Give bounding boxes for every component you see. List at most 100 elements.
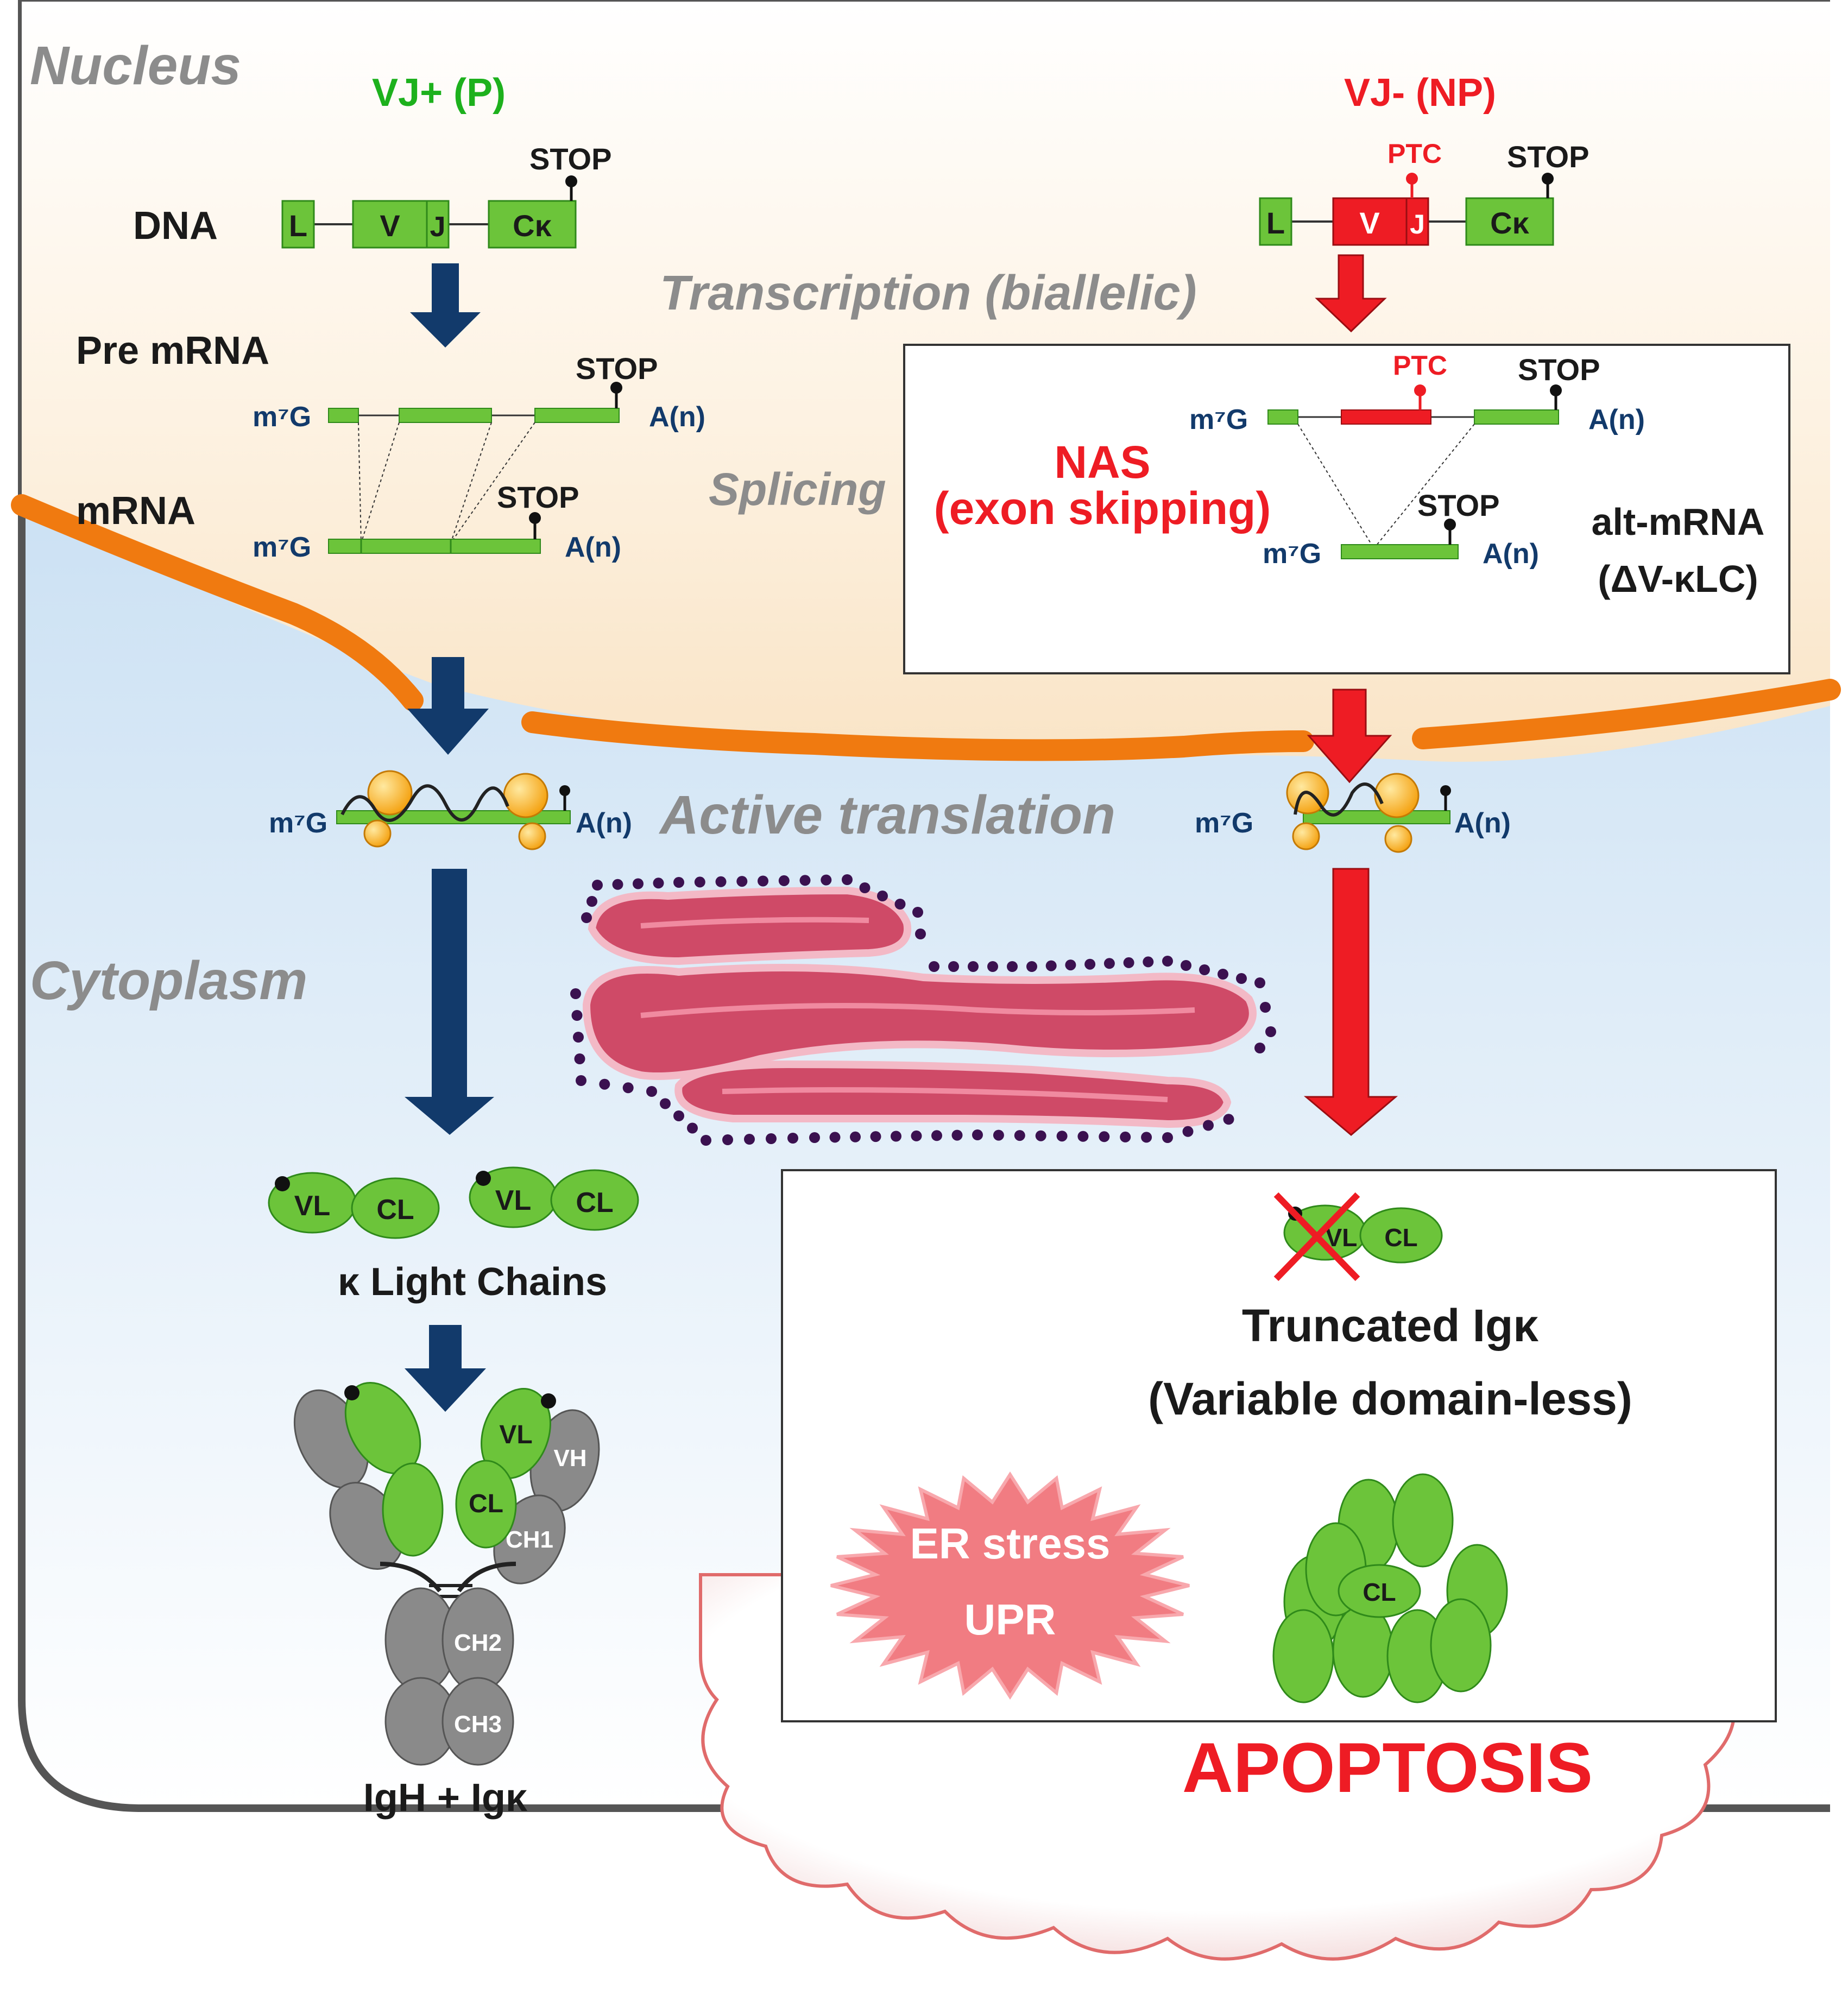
nas-box	[903, 344, 1790, 674]
svg-text:L: L	[289, 209, 307, 243]
left-arrow-assembly	[405, 1325, 486, 1412]
er-ribosome-dot	[1035, 1130, 1046, 1141]
er-ribosome-dot	[850, 1131, 861, 1142]
svg-text:CH3: CH3	[454, 1711, 502, 1738]
nas-label: NAS	[1054, 437, 1150, 488]
cl-aggregate: CL	[1272, 1473, 1508, 1703]
er-ribosome-dot	[673, 877, 684, 888]
right-alt-polya: A(n)	[1483, 538, 1539, 570]
er-ribosome-dot	[787, 1133, 798, 1144]
er-ribosome-dot	[660, 1098, 671, 1109]
right-exon-j	[1405, 197, 1429, 246]
er-ribosome-dot	[715, 876, 727, 887]
er-ribosome-dot	[573, 1032, 584, 1043]
er-ribosome-dot	[993, 1129, 1004, 1141]
right-trans-polya: A(n)	[1454, 807, 1511, 839]
left-arrow-export	[407, 657, 489, 755]
er-ribosome-dot	[1026, 961, 1037, 972]
antibody-label: IgH + Igκ	[363, 1776, 528, 1820]
er-ribosome-dot	[1181, 960, 1191, 971]
er-ribosome-dot	[1223, 1114, 1234, 1125]
svg-text:CL: CL	[376, 1194, 414, 1226]
right-pre-mrna: PTC STOP m⁷G A(n)	[1189, 350, 1645, 549]
er-ribosome-dot	[722, 1134, 733, 1145]
er-ribosome-dot	[912, 907, 923, 918]
er-ribosome-dot	[571, 1010, 583, 1021]
right-pre-cap: m⁷G	[1189, 404, 1248, 435]
er-ribosome-dot	[1141, 1132, 1152, 1143]
right-arrow-transcription	[1315, 254, 1387, 333]
er-ribosome-dot	[673, 1110, 684, 1121]
svg-text:V: V	[380, 209, 400, 243]
right-exon-l	[1259, 197, 1292, 246]
right-alt-mrna: STOP m⁷G A(n)	[1263, 488, 1539, 570]
left-exon-ck	[488, 200, 577, 249]
left-mrna: STOP m⁷G A(n)	[253, 480, 621, 563]
splicing-label: Splicing	[709, 464, 886, 515]
left-trans-cap: m⁷G	[269, 807, 327, 839]
right-title: VJ- (NP)	[1344, 71, 1496, 115]
er-ribosome-dot	[911, 1130, 922, 1141]
antibody: VH CH1 VL CL CH2 CH3	[293, 1381, 600, 1766]
er-ribosome-dot	[581, 912, 592, 923]
er-ribosome-dot	[758, 875, 768, 887]
er-ribosome-dot	[1007, 961, 1018, 972]
er-ribosome-dot	[972, 1129, 983, 1140]
right-dna: L V J Cκ PTC STOP	[1259, 138, 1589, 246]
left-mrna-cap: m⁷G	[253, 532, 311, 563]
er-ribosome-dot	[1254, 1043, 1265, 1053]
svg-text:CL: CL	[469, 1489, 503, 1518]
translation-label: Active translation	[658, 785, 1115, 845]
er-ribosome-dot	[915, 929, 926, 939]
svg-text:STOP: STOP	[497, 480, 579, 514]
er-ribosome-dot	[646, 1086, 657, 1097]
mrna-label: mRNA	[76, 489, 195, 533]
svg-text:VL: VL	[294, 1190, 330, 1222]
left-arrow-transcription	[410, 263, 481, 348]
er-ribosome-dot	[1056, 1131, 1068, 1142]
er-ribosome-dot	[1077, 1131, 1089, 1142]
er-ribosome-dot	[891, 1131, 901, 1142]
left-dna-stop: STOP	[529, 142, 611, 176]
svg-text:VH: VH	[553, 1445, 586, 1472]
er-stress-burst-icon	[830, 1471, 1190, 1700]
er-ribosome-dot	[1236, 973, 1247, 984]
er-ribosome-dot	[821, 874, 832, 886]
cytoplasm-label: Cytoplasm	[30, 950, 307, 1011]
truncated-label: Truncated Igκ	[1242, 1300, 1538, 1351]
left-light-chains: VL CL VL CL	[268, 1166, 639, 1239]
left-pre-polya: A(n)	[649, 401, 705, 433]
er-ribosome-dot	[929, 961, 939, 972]
er-ribosome-dot	[778, 875, 790, 886]
right-arrow-export	[1307, 689, 1392, 784]
er-ribosome-dot	[1099, 1131, 1110, 1142]
er-ribosome-dot	[701, 1135, 711, 1146]
svg-text:VL: VL	[499, 1420, 532, 1449]
er-ribosome-dot	[586, 896, 597, 907]
er-ribosome-dot	[842, 874, 853, 885]
right-alt-cap: m⁷G	[1263, 538, 1321, 570]
svg-text:J: J	[430, 211, 446, 243]
er-ribosome-dot	[599, 1078, 610, 1090]
er-ribosome-dot	[687, 1122, 698, 1134]
left-dna: L V J Cκ STOP	[281, 142, 611, 249]
apoptosis-label: APOPTOSIS	[1182, 1728, 1593, 1807]
er-ribosome-dot	[633, 878, 644, 889]
svg-text:CH2: CH2	[454, 1630, 502, 1656]
er-ribosome-dot	[1143, 956, 1154, 968]
er-ribosome-dot	[622, 1082, 634, 1094]
endoplasmic-reticulum	[570, 874, 1276, 1146]
transcription-label: Transcription (biallelic)	[660, 266, 1197, 320]
er-ribosome-dot	[570, 988, 581, 999]
er-ribosome-dot	[951, 1129, 963, 1141]
left-arrow-translation	[405, 869, 494, 1135]
left-exon-j	[426, 200, 450, 249]
svg-text:CH1: CH1	[506, 1526, 553, 1553]
er-ribosome-dot	[987, 961, 998, 972]
er-ribosome-dot	[1084, 958, 1096, 970]
left-pre-cap: m⁷G	[253, 401, 311, 433]
er-ribosome-dot	[1254, 977, 1265, 988]
right-pre-polya: A(n)	[1588, 404, 1645, 435]
er-ribosome-dot	[870, 1131, 881, 1142]
